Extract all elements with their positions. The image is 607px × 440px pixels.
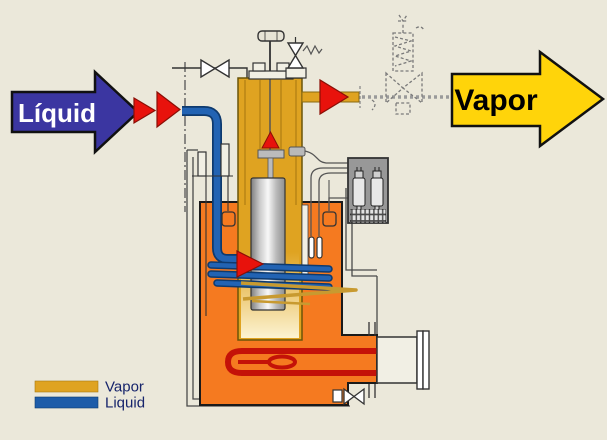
legend-swatch-vapor xyxy=(34,380,99,393)
level-probe xyxy=(316,236,323,259)
float-switch-left xyxy=(221,211,236,227)
regulator-valve-dashed-icon xyxy=(371,14,425,115)
control-wires xyxy=(304,150,348,236)
inlet-flow-arrow-icons xyxy=(133,90,181,129)
flange xyxy=(416,330,424,390)
gold-spiral-coil xyxy=(240,281,358,306)
level-instruments xyxy=(192,143,337,316)
spring-squiggle xyxy=(302,44,323,56)
level-probe xyxy=(308,236,315,259)
legend: Vapor Liquid xyxy=(34,379,145,412)
vessel-internal-lines xyxy=(244,80,297,205)
outlet-arrow: Vapor xyxy=(450,49,606,149)
relay xyxy=(352,167,384,213)
pipe-tick-marks xyxy=(368,322,376,398)
inlet-fill-line xyxy=(172,67,248,78)
stem-cap xyxy=(257,30,285,42)
vessel-top-fittings xyxy=(248,30,294,80)
inlet-arrow-label: Líquid xyxy=(18,98,96,128)
legend-swatch-liquid xyxy=(34,396,99,409)
liquid-flow-arrow-icon xyxy=(236,250,265,278)
stem-coupling xyxy=(257,149,285,159)
relief-valve-icon xyxy=(285,37,323,79)
shell-fitting xyxy=(220,143,230,177)
legend-label-vapor: Vapor xyxy=(105,379,144,396)
control-box xyxy=(347,157,389,224)
inlet-arrow: Líquid xyxy=(10,69,140,155)
outlet-flange-pipe xyxy=(368,322,430,398)
liquid-feed-pipe xyxy=(182,106,242,264)
fill-valve-icon xyxy=(200,58,230,79)
vapor-up-arrow-icon xyxy=(261,130,280,149)
float-switch-right xyxy=(322,211,337,227)
sensor-connector xyxy=(288,146,306,157)
displacer-cylinder xyxy=(250,177,286,311)
shell-fitting xyxy=(197,151,207,177)
heater-element xyxy=(224,348,377,376)
legend-label-liquid: Liquid xyxy=(105,395,145,412)
vapor-flow-arrow-icon xyxy=(319,78,350,116)
outlet-arrow-label: Vapor xyxy=(454,84,538,117)
drain-valve-icon xyxy=(332,387,365,406)
